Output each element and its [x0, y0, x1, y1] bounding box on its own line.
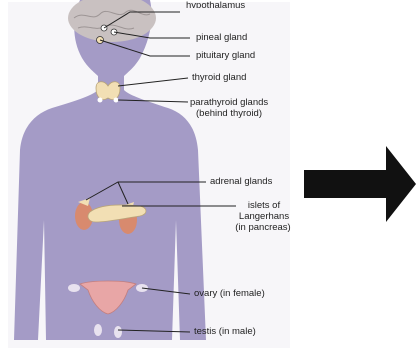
label-thyroid-gland: thyroid gland	[192, 72, 246, 83]
label-pituitary-gland: pituitary gland	[196, 50, 255, 61]
label-parathyroid-line1: parathyroid glands	[190, 97, 268, 108]
testis-right	[114, 326, 122, 338]
label-pineal-gland: pineal gland	[196, 32, 247, 43]
ovary-left	[68, 284, 80, 292]
parathyroid-dot	[98, 98, 103, 103]
parathyroid-dot	[114, 98, 119, 103]
label-islets-line1: islets of	[238, 200, 290, 211]
testis-left	[94, 324, 102, 336]
label-islets-line2: Langerhans	[234, 211, 294, 222]
label-ovary: ovary (in female)	[194, 288, 265, 299]
label-testis: testis (in male)	[194, 326, 256, 337]
label-adrenal-glands: adrenal glands	[210, 176, 272, 187]
label-parathyroid-line2: (behind thyroid)	[196, 108, 262, 119]
label-hypothalamus: hypothalamus	[186, 0, 245, 8]
label-islets-line3: (in pancreas)	[230, 222, 296, 233]
arrow-right-icon	[304, 146, 416, 222]
